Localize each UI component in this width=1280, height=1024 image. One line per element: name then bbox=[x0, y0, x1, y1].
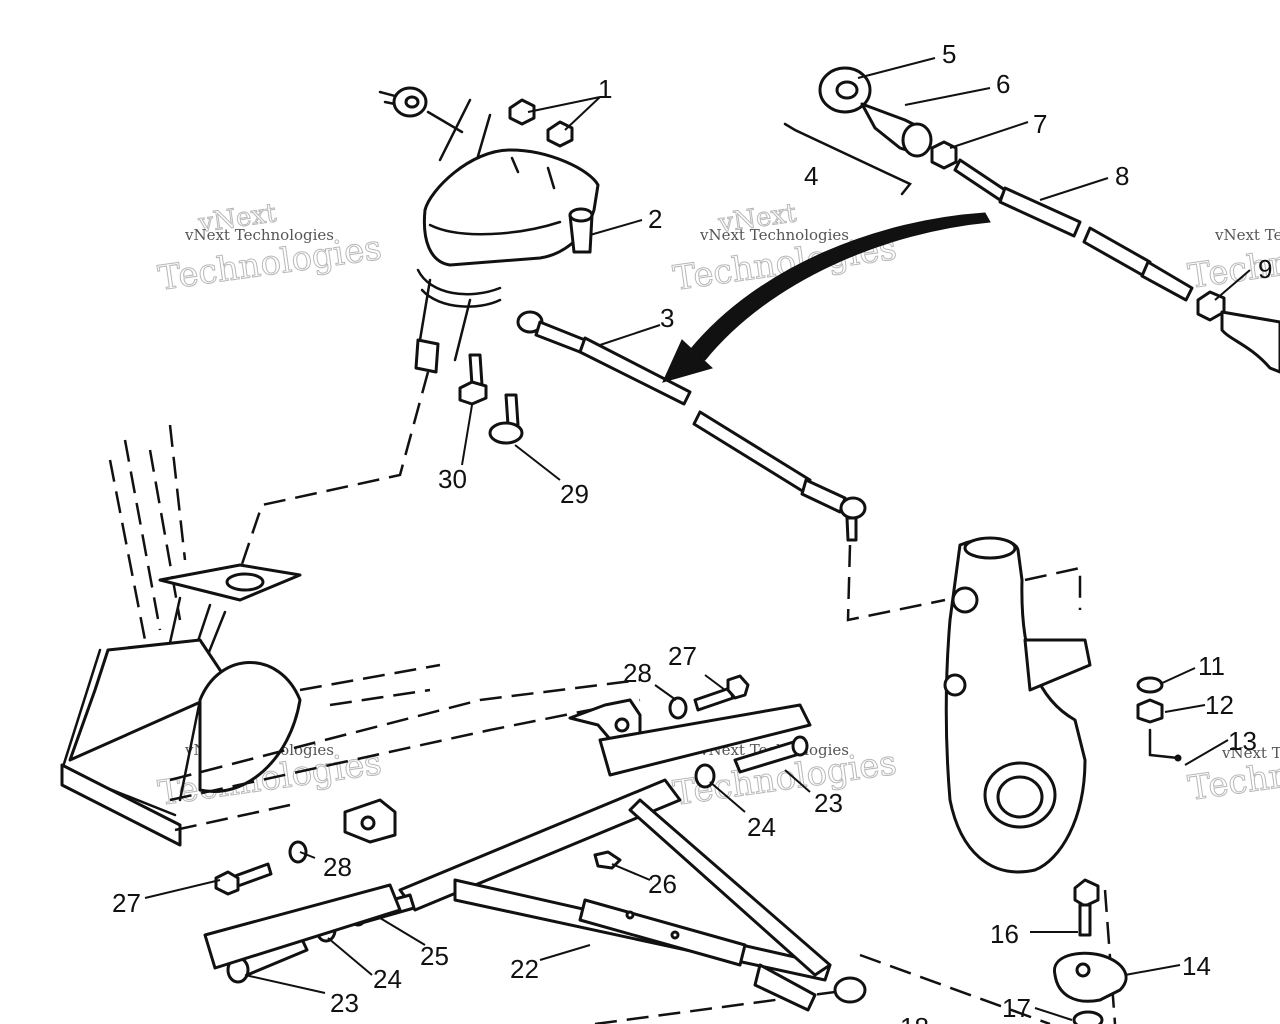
watermark-text: vNext Technologies bbox=[1214, 226, 1280, 244]
assembly-line-post bbox=[238, 371, 430, 571]
pivot-bushing-part-23-upper bbox=[733, 735, 809, 774]
bushing-part-2 bbox=[568, 207, 594, 254]
spindle bbox=[943, 536, 1092, 874]
callout-2: 2 bbox=[648, 204, 662, 234]
callout-9: 9 bbox=[1258, 254, 1272, 284]
nut-part-11-12 bbox=[1136, 676, 1164, 724]
watermark-text: vNext Technologies bbox=[184, 226, 334, 244]
nuts-part-1 bbox=[508, 98, 574, 148]
callout-17: 17 bbox=[1002, 993, 1031, 1023]
callout-26: 26 bbox=[648, 869, 677, 899]
tie-rod-end-upper-left bbox=[378, 86, 464, 134]
callout-12: 12 bbox=[1205, 690, 1234, 720]
steering-post bbox=[414, 98, 492, 374]
callout-28-lower: 28 bbox=[323, 852, 352, 882]
callout-27-lower: 27 bbox=[112, 888, 141, 918]
bracket-strip-upper bbox=[598, 703, 812, 777]
watermark-text: vNext Technologies bbox=[1221, 744, 1280, 762]
watermark-text: vNext Technologies bbox=[699, 226, 849, 244]
mount-bracket-left bbox=[343, 798, 397, 844]
assembly-line-bottom bbox=[594, 953, 1051, 1024]
callout-28-upper: 28 bbox=[623, 658, 652, 688]
callout-23-lower: 23 bbox=[330, 988, 359, 1018]
mount-bracket-right bbox=[568, 698, 642, 747]
callout-5: 5 bbox=[942, 39, 956, 69]
callout-6: 6 bbox=[996, 69, 1010, 99]
callout-23-upper: 23 bbox=[814, 788, 843, 818]
callout-27-upper: 27 bbox=[668, 641, 697, 671]
assembly-line-spindle-right bbox=[1024, 566, 1082, 610]
callout-16: 16 bbox=[990, 919, 1019, 949]
callout-4: 4 bbox=[804, 161, 818, 191]
callout-7: 7 bbox=[1033, 109, 1047, 139]
plate-part-14 bbox=[1053, 951, 1128, 1003]
adjuster-rod-part-8 bbox=[953, 158, 1194, 302]
callout-24-upper: 24 bbox=[747, 812, 776, 842]
callout-11: 11 bbox=[1198, 651, 1225, 681]
bolt-part-16 bbox=[1073, 878, 1100, 937]
leader-lines bbox=[144, 57, 1251, 1021]
nut-part-9 bbox=[1196, 290, 1280, 374]
callout-13: 13 bbox=[1228, 726, 1257, 756]
callout-3: 3 bbox=[660, 303, 674, 333]
nut-part-7 bbox=[930, 140, 958, 170]
washer-part-24-upper bbox=[694, 763, 716, 789]
callout-25: 25 bbox=[420, 941, 449, 971]
tie-rod-part-3 bbox=[516, 310, 867, 542]
callout-14: 14 bbox=[1182, 951, 1211, 981]
watermark-left-top: vNext vNext Technologies Technologies bbox=[155, 198, 384, 300]
callout-29: 29 bbox=[560, 479, 589, 509]
callout-24-lower: 24 bbox=[373, 964, 402, 994]
assembly-line-spindle bbox=[846, 544, 946, 622]
frame bbox=[60, 424, 641, 847]
pitman-arm bbox=[416, 148, 600, 308]
callout-18: 18 bbox=[900, 1012, 929, 1024]
bolt-part-30 bbox=[458, 353, 488, 406]
washer-part-28-lower bbox=[288, 840, 308, 864]
bolt-part-29 bbox=[488, 393, 524, 445]
a-arm bbox=[398, 778, 867, 1012]
bolt-part-27-lower bbox=[214, 862, 273, 896]
callout-22: 22 bbox=[510, 954, 539, 984]
rod-end-part-5-6 bbox=[818, 66, 933, 158]
direction-arrow bbox=[662, 212, 991, 383]
bolt-part-27-upper bbox=[693, 674, 750, 712]
callout-labels: 1 2 3 4 5 6 7 8 9 11 12 13 14 16 17 18 2… bbox=[112, 39, 1272, 1024]
washer-part-28-upper bbox=[668, 696, 688, 720]
callout-8: 8 bbox=[1115, 161, 1129, 191]
bracket-strip-lower bbox=[203, 883, 402, 970]
bracket-part-4 bbox=[783, 122, 912, 196]
bushing-part-17 bbox=[1072, 1010, 1104, 1024]
callout-1: 1 bbox=[598, 74, 612, 104]
cotter-pin-part-13 bbox=[1148, 728, 1182, 762]
callout-30: 30 bbox=[438, 464, 467, 494]
